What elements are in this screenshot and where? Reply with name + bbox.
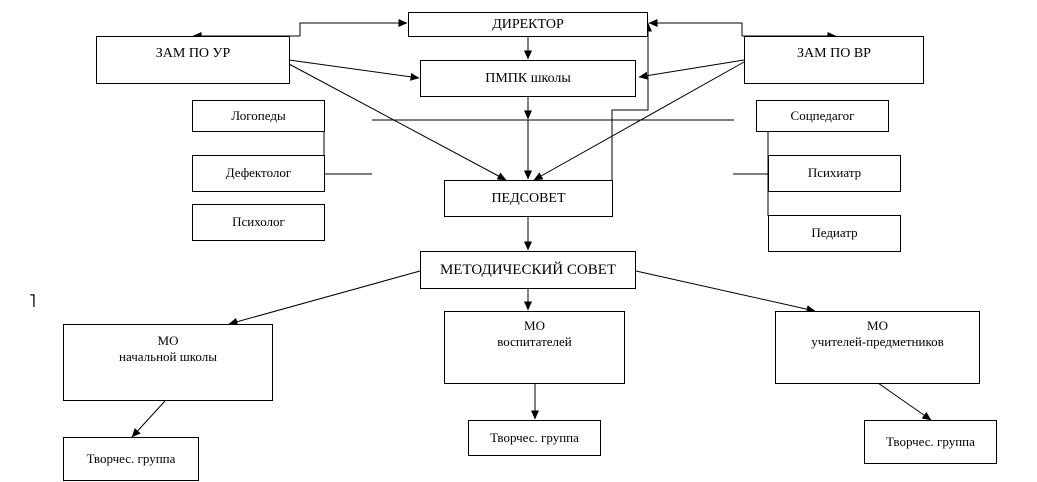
pediatr-box: Педиатр	[768, 215, 901, 252]
psikhiatr-box: Психиатр	[768, 155, 901, 192]
connector-zam-ur-director	[299, 19, 408, 36]
socpedagog-box: Соцпедагог	[756, 100, 889, 132]
connector-left-specialists	[323, 131, 372, 175]
zam-vr-box: ЗАМ ПО ВР	[744, 36, 924, 84]
director-box: ДИРЕКТОР	[408, 12, 648, 37]
mo-uchit-subtitle: учителей-предметников	[811, 334, 944, 350]
connector-mo-uchit-tvorch	[877, 382, 932, 421]
mo-vosp-box: МО воспитателей	[444, 311, 625, 384]
connector-zam-ur-pedsovet	[288, 63, 507, 181]
mo-vosp-title: МО	[524, 318, 545, 333]
defektolog-box: Дефектолог	[192, 155, 325, 192]
connector-zam-vr-pedsovet	[533, 61, 745, 181]
stray-mark: ˥	[29, 291, 36, 311]
connector-zam-ur-pmpk	[288, 59, 420, 81]
mo-vosp-subtitle: воспитателей	[497, 334, 572, 350]
zam-ur-box: ЗАМ ПО УР	[96, 36, 290, 84]
mo-nach-subtitle: начальной школы	[119, 349, 217, 365]
pedsovet-box: ПЕДСОВЕТ	[444, 180, 613, 217]
mo-nach-box: МО начальной школы	[63, 324, 273, 401]
metod-sovet-box: МЕТОДИЧЕСКИЙ СОВЕТ	[420, 251, 636, 289]
pmpk-box: ПМПК школы	[420, 60, 636, 97]
psikholog-box: Психолог	[192, 204, 325, 241]
tvorch-group-3: Творчес. группа	[864, 420, 997, 464]
connector-zam-vr-pmpk	[638, 59, 745, 80]
mo-uchit-title: МО	[867, 318, 888, 333]
connector-zam-vr-director	[648, 19, 743, 36]
logopedy-box: Логопеды	[192, 100, 325, 132]
tvorch-group-1: Творчес. группа	[63, 437, 199, 481]
tvorch-group-2: Творчес. группа	[468, 420, 601, 456]
mo-uchit-box: МО учителей-предметников	[775, 311, 980, 384]
connector-metod-mo-uchit	[635, 270, 816, 314]
mo-nach-title: МО	[157, 333, 179, 348]
connector-metod-mo-nach	[228, 270, 421, 326]
connector-mo-nach-tvorch	[131, 400, 166, 438]
connector-loop-pedsovet	[611, 22, 652, 200]
